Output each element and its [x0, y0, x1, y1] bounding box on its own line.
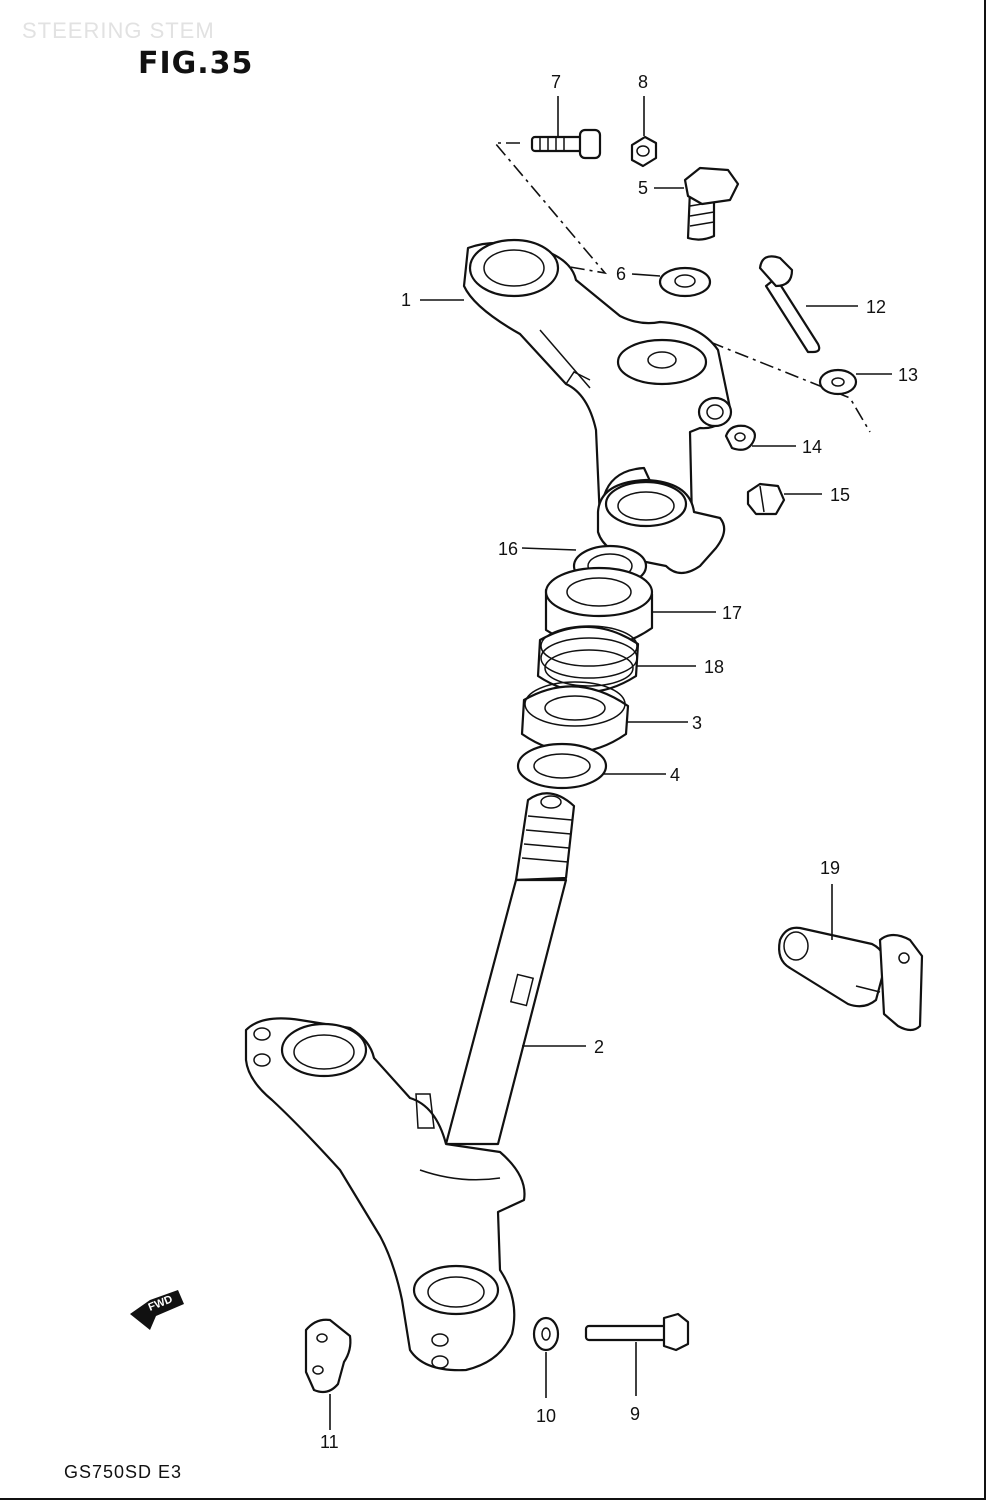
part-2-steering-stem	[244, 792, 576, 1372]
callout-16: 16	[498, 539, 518, 559]
part-14-lock-washer	[724, 424, 757, 451]
part-15-cap-nut	[746, 482, 786, 516]
part-13-washer	[818, 368, 858, 396]
callout-14: 14	[802, 437, 822, 457]
callout-5: 5	[638, 178, 648, 198]
callout-4: 4	[670, 765, 680, 785]
section-watermark: STEERING STEM	[22, 18, 215, 43]
part-18-bearing	[536, 625, 640, 693]
callout-1: 1	[401, 290, 411, 310]
callout-2: 2	[594, 1037, 604, 1057]
part-7-bolt	[530, 128, 602, 160]
model-code: GS750SD E3	[64, 1462, 183, 1482]
callout-17: 17	[722, 603, 742, 623]
part-1-upper-bracket	[462, 238, 733, 575]
callout-12: 12	[866, 297, 886, 317]
callout-13: 13	[898, 365, 918, 385]
callout-10: 10	[536, 1406, 556, 1426]
callout-7: 7	[551, 72, 561, 92]
callout-8: 8	[638, 72, 648, 92]
callout-19: 19	[820, 858, 840, 878]
callout-18: 18	[704, 657, 724, 677]
part-4-seal	[516, 742, 608, 790]
callout-11: 11	[320, 1432, 339, 1452]
callout-labels: 7 8 5 6 1 12 13 14 15 16 17 18 3 4 2 19 …	[320, 72, 918, 1452]
part-19-steering-lock	[778, 926, 924, 1032]
leader-lines	[329, 96, 892, 1430]
callout-15: 15	[830, 485, 850, 505]
figure-title: FIG.35	[138, 46, 254, 81]
callout-9: 9	[630, 1404, 640, 1424]
part-3-bearing	[520, 681, 630, 753]
callout-6: 6	[616, 264, 626, 284]
part-8-nut	[630, 135, 658, 168]
fwd-arrow: FWD	[130, 1290, 184, 1330]
part-17-race	[544, 566, 654, 648]
part-5-bolt	[683, 166, 740, 241]
callout-3: 3	[692, 713, 702, 733]
part-11-clamp	[304, 1318, 352, 1394]
part-10-washer	[532, 1316, 560, 1352]
part-6-washer	[658, 266, 712, 298]
part-12-bolt	[758, 255, 821, 354]
part-9-bolt	[584, 1312, 690, 1352]
